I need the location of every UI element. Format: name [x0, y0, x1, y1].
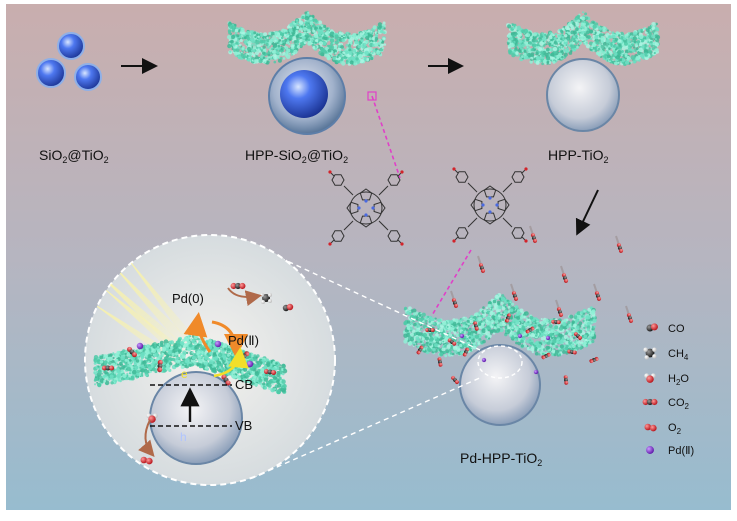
label-pd-hpp-tio2: Pd-HPP-TiO2 — [460, 450, 542, 468]
hpp-sio2-tio2-particle — [269, 58, 345, 134]
label-sio2-tio2: SiO2@TiO2 — [39, 147, 109, 165]
mechanism-inset: CB VB e h Pd(0) Pd(Ⅱ) — [85, 235, 335, 485]
hole-label: h — [180, 430, 187, 444]
legend-label-pd: Pd(Ⅱ) — [668, 445, 694, 457]
legend-label-co: CO — [668, 323, 685, 335]
pd0-label: Pd(0) — [172, 291, 204, 306]
vb-label: VB — [235, 418, 252, 433]
pd-hpp-tio2-particle — [460, 345, 540, 425]
hpp-tio2-hollow-particle — [547, 59, 619, 131]
label-hpp-sio2-tio2: HPP-SiO2@TiO2 — [245, 147, 348, 165]
legend-swatch-co2 — [643, 399, 658, 405]
electron-label: e — [181, 367, 188, 381]
inset-tio2-sphere — [150, 372, 242, 464]
cb-label: CB — [235, 377, 253, 392]
pd2-label: Pd(Ⅱ) — [228, 333, 259, 348]
legend-swatch-pd — [646, 446, 654, 454]
label-hpp-tio2: HPP-TiO2 — [548, 147, 609, 165]
